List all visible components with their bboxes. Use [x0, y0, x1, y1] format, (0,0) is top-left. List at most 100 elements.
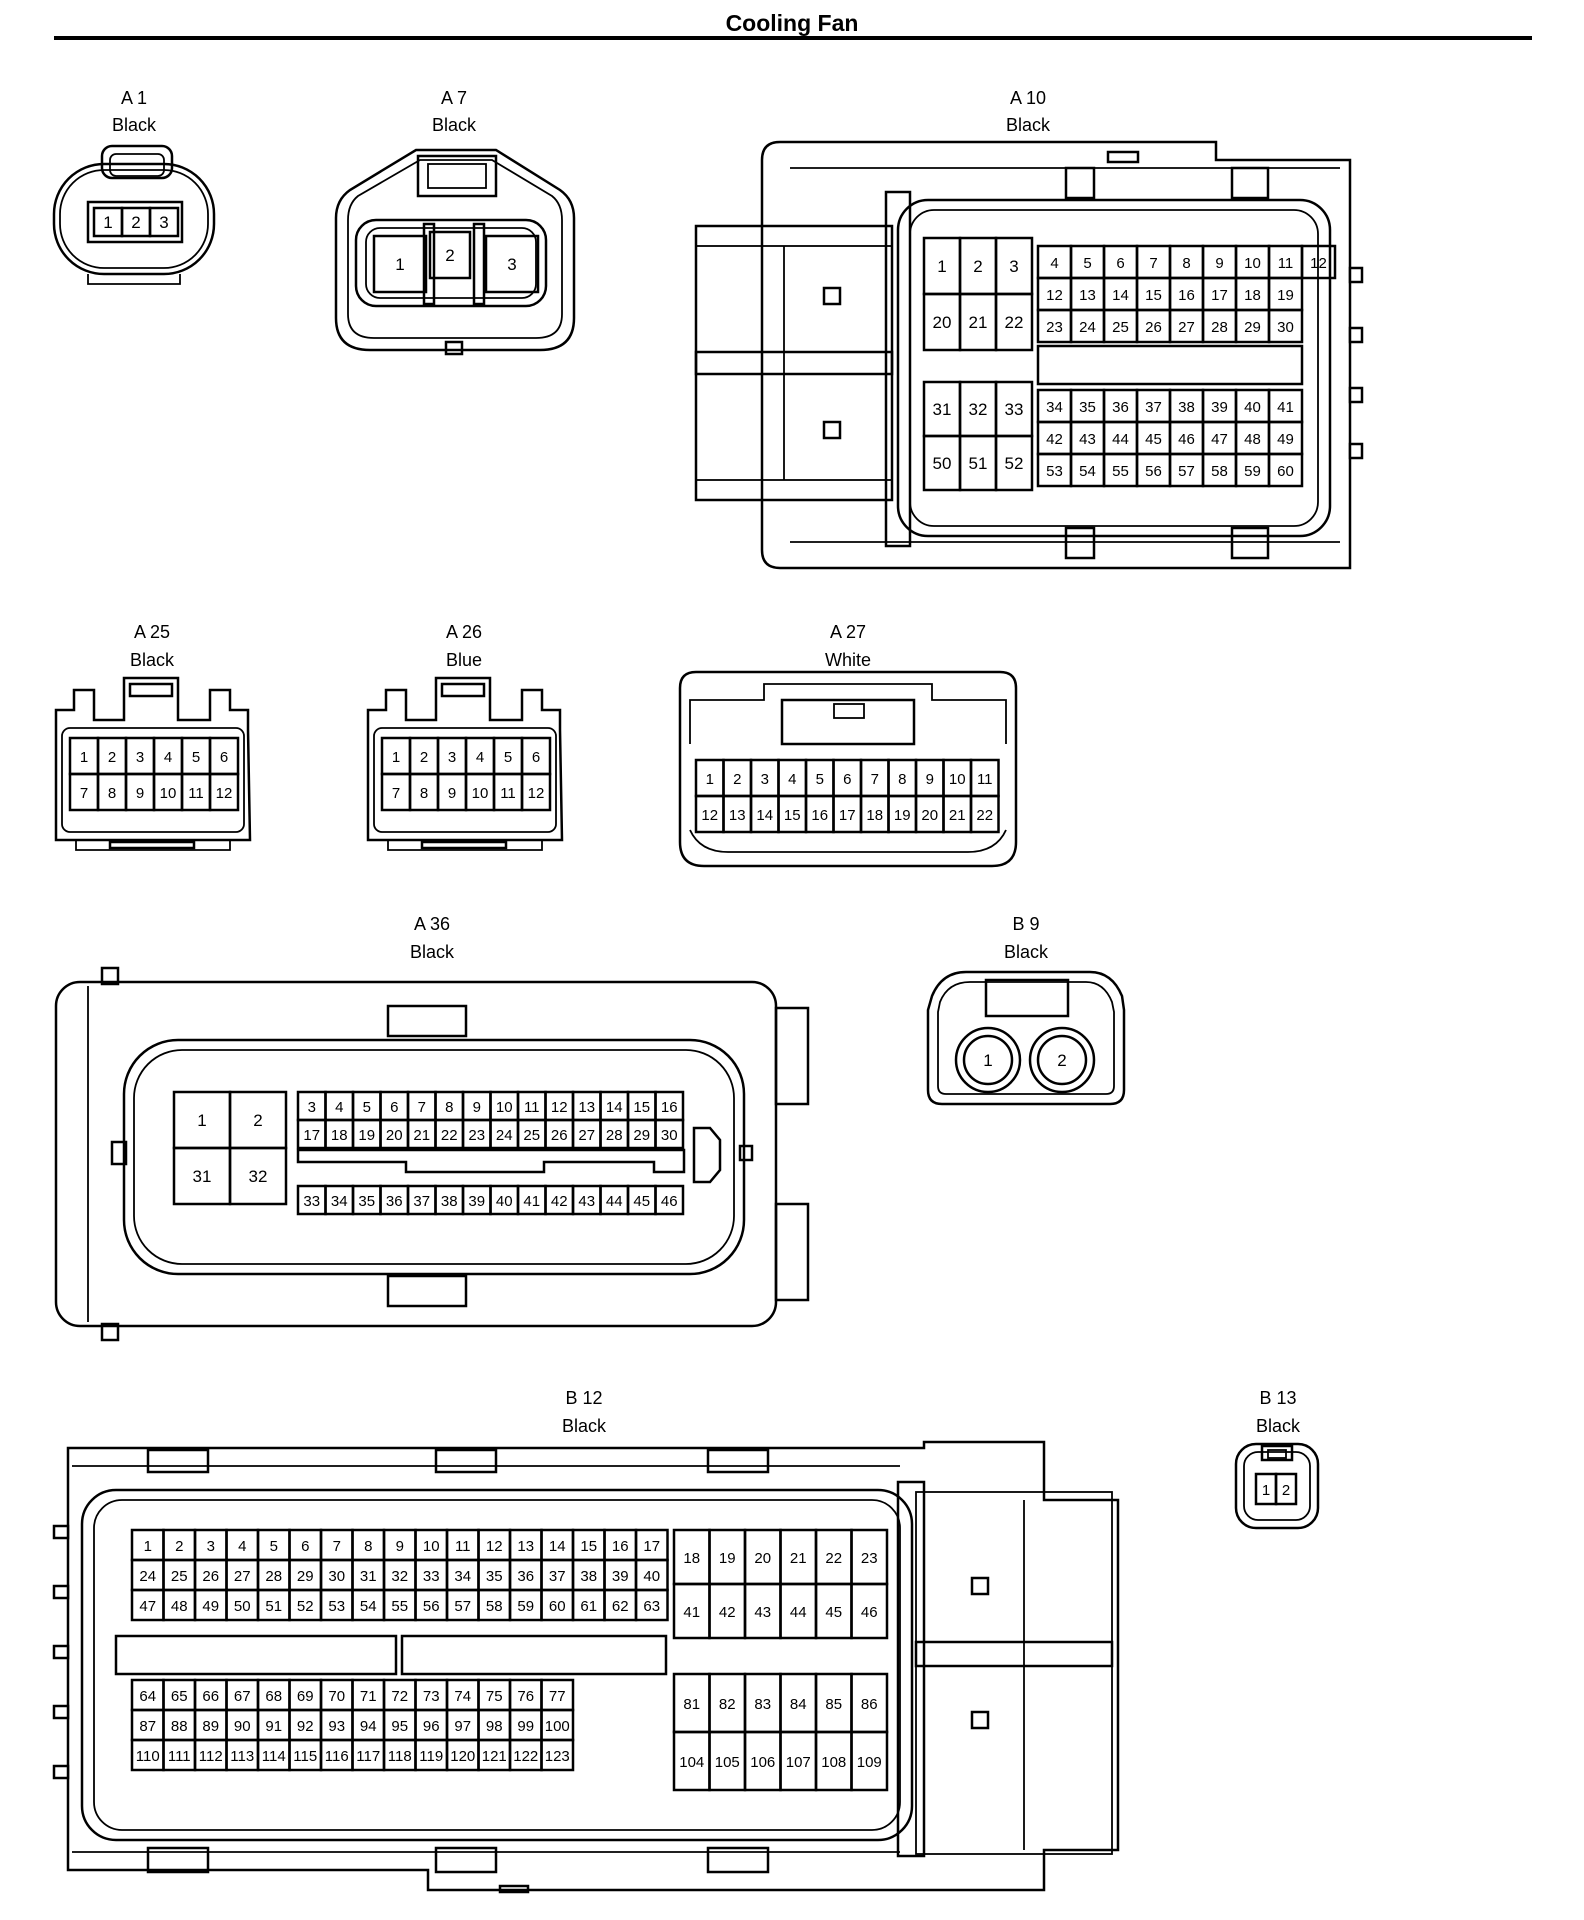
a27-pin-number: 21	[949, 807, 966, 824]
b13-pin-number: 1	[1262, 1482, 1270, 1499]
connector-a25-id: A 25	[134, 622, 170, 642]
b12-pin-number: 68	[265, 1688, 282, 1705]
a36-pin-number: 25	[523, 1127, 540, 1144]
b12-pin-number: 9	[396, 1538, 404, 1555]
a36-pin-number: 26	[551, 1127, 568, 1144]
a36-pin-number: 32	[249, 1167, 268, 1186]
b12-pin-number: 20	[754, 1550, 771, 1567]
a26-pin-number: 11	[500, 785, 516, 802]
a36-pin-number: 13	[578, 1099, 595, 1116]
a36-pin-number: 8	[445, 1099, 453, 1116]
a26-pin-cell	[520, 772, 552, 812]
a36-pin-number: 41	[523, 1193, 540, 1210]
a10-pin-number: 20	[933, 313, 952, 332]
b12-pin-number: 47	[139, 1598, 156, 1615]
a36-pin-number: 45	[633, 1193, 650, 1210]
a25-pin-number: 5	[192, 749, 200, 766]
b12-pin-number: 74	[454, 1688, 471, 1705]
a7-pin-number: 3	[507, 255, 516, 274]
b12-pin-number: 88	[171, 1718, 188, 1735]
a26-pin-number: 2	[420, 749, 428, 766]
a25-pin-number: 4	[164, 749, 172, 766]
b12-pin-number: 21	[790, 1550, 807, 1567]
a10-pin-number: 27	[1178, 319, 1195, 336]
a36-pin-number: 20	[386, 1127, 403, 1144]
a36-pin-number: 7	[418, 1099, 426, 1116]
b12-pin-number: 25	[171, 1568, 188, 1585]
a26-pin-number: 9	[448, 785, 456, 802]
a27-pin-number: 6	[843, 771, 851, 788]
b12-pin-number: 121	[482, 1748, 507, 1765]
a26-pin-number: 12	[528, 785, 545, 802]
a25-pin-number: 12	[216, 785, 233, 802]
a36-pin-number: 4	[335, 1099, 343, 1116]
a25-pin-number: 10	[160, 785, 177, 802]
b12-pin-number: 107	[786, 1754, 811, 1771]
b12-pin-number: 17	[643, 1538, 660, 1555]
b12-pin-number: 96	[423, 1718, 440, 1735]
b12-pin-number: 111	[168, 1748, 191, 1765]
a10-pin-number: 12	[1046, 287, 1063, 304]
b12-pin-number: 18	[683, 1550, 700, 1567]
b12-pin-number: 110	[136, 1748, 160, 1765]
b9-pin-cell	[1036, 1034, 1088, 1086]
a27-pin-number: 1	[706, 771, 714, 788]
a1-pin-number: 2	[131, 213, 140, 232]
b12-pin-number: 41	[683, 1604, 700, 1621]
a36-pin-number: 42	[551, 1193, 568, 1210]
b12-pin-number: 2	[175, 1538, 183, 1555]
b12-pin-number: 13	[517, 1538, 534, 1555]
a10-pin-number: 54	[1079, 463, 1096, 480]
b12-pin-number: 89	[202, 1718, 219, 1735]
a10-pin-number: 42	[1046, 431, 1063, 448]
b12-pin-number: 100	[545, 1718, 570, 1735]
title-rule	[54, 36, 1532, 40]
connector-a26-color: Blue	[446, 650, 482, 670]
a27-pin-number: 15	[784, 807, 801, 824]
b12-pin-number: 90	[234, 1718, 251, 1735]
connector-b9-id: B 9	[1012, 914, 1039, 934]
a36-pin-number: 1	[197, 1111, 206, 1130]
b12-pin-number: 64	[139, 1688, 156, 1705]
a10-pin-number: 57	[1178, 463, 1195, 480]
a10-pin-cell	[994, 434, 1034, 492]
a10-pin-number: 18	[1244, 287, 1261, 304]
a36-pin-number: 30	[661, 1127, 678, 1144]
a27-pin-number: 8	[898, 771, 906, 788]
a25-pin-number: 9	[136, 785, 144, 802]
b12-pin-number: 49	[202, 1598, 219, 1615]
b12-pin-number: 93	[328, 1718, 345, 1735]
a10-pin-number: 2	[973, 257, 982, 276]
b12-pin-number: 38	[580, 1568, 597, 1585]
a27-pin-number: 18	[866, 807, 883, 824]
a36-pin-cell	[654, 1184, 685, 1216]
a10-pin-number: 50	[933, 454, 952, 473]
b12-pin-number: 84	[790, 1696, 807, 1713]
b12-pin-number: 45	[825, 1604, 842, 1621]
a27-pin-number: 17	[839, 807, 856, 824]
a10-pin-number: 28	[1211, 319, 1228, 336]
a36-pin-number: 38	[441, 1193, 458, 1210]
b12-pin-number: 113	[230, 1748, 254, 1765]
a36-pin-number: 24	[496, 1127, 513, 1144]
a26-pin-number: 10	[472, 785, 489, 802]
connector-a1-id: A 1	[121, 88, 147, 108]
a36-pin-number: 10	[496, 1099, 513, 1116]
b12-pin-number: 98	[486, 1718, 503, 1735]
b12-pin-number: 35	[486, 1568, 503, 1585]
a36-pin-number: 9	[473, 1099, 481, 1116]
b12-pin-cell	[850, 1730, 889, 1792]
b12-pin-number: 1	[144, 1538, 152, 1555]
b12-pin-number: 105	[715, 1754, 740, 1771]
a10-pin-number: 30	[1277, 319, 1294, 336]
connector-b9-color: Black	[1004, 942, 1049, 962]
a10-pin-number: 29	[1244, 319, 1261, 336]
a26-pin-number: 6	[532, 749, 540, 766]
b12-pin-number: 116	[325, 1748, 349, 1765]
a10-pin-number: 26	[1145, 319, 1162, 336]
